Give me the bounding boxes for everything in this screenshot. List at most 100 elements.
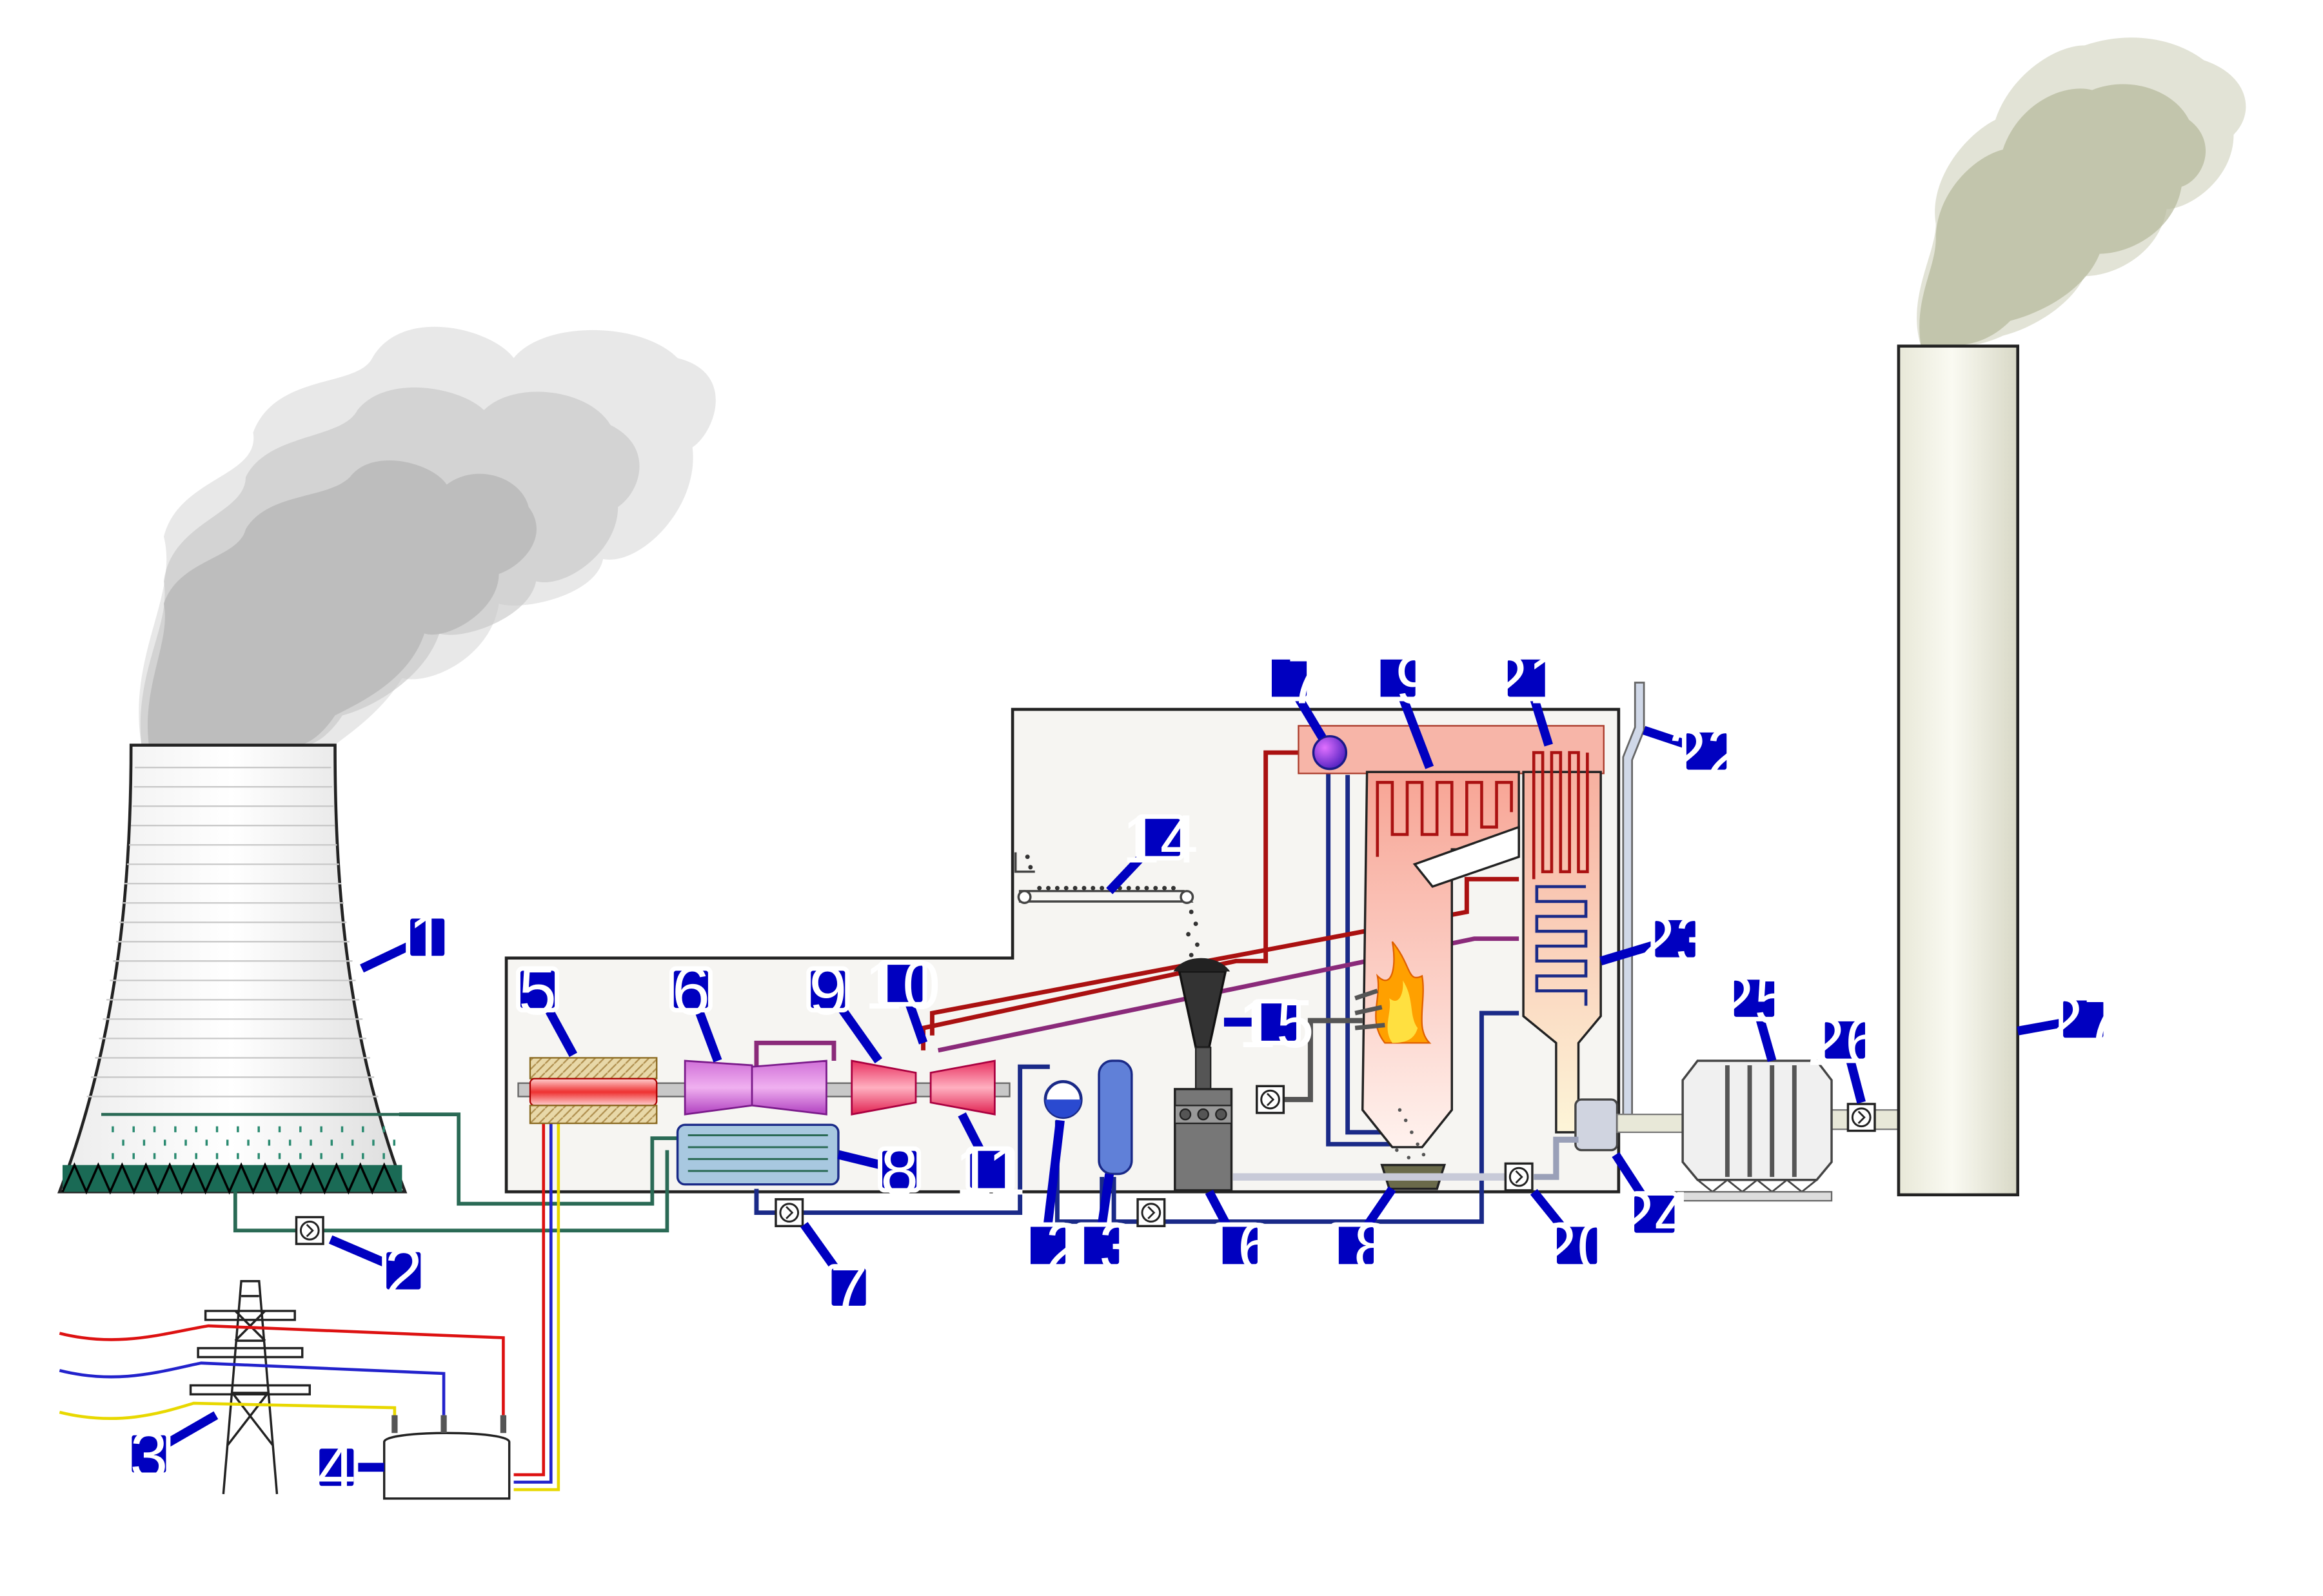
label-number: 10 — [864, 947, 940, 1023]
label-number: 3 — [130, 1417, 168, 1493]
reheat-steam-line — [754, 936, 1519, 1069]
label-box — [315, 1444, 359, 1491]
hp-turbine-shape — [929, 1059, 996, 1116]
label-steam-control-valve: 10 — [864, 947, 940, 1045]
label-deaerator: 12 — [1007, 1119, 1083, 1285]
cooling-tower-steam-plume — [139, 326, 716, 745]
label-precipitator: 25 — [1716, 961, 1792, 1062]
label-box — [382, 1247, 426, 1294]
label-number: 5 — [519, 952, 557, 1029]
label-number: 1 — [408, 900, 446, 977]
label-number: 22 — [1668, 714, 1745, 791]
label-boiler-steam-drum: 17 — [1249, 641, 1327, 740]
feedwater-heater-shape — [1098, 1059, 1133, 1176]
label-coal-pulverizer: 16 — [1200, 1189, 1276, 1285]
label-forced-draught-fan: 20 — [1530, 1188, 1615, 1285]
label-number: 15 — [1238, 985, 1314, 1062]
label-box — [1630, 1191, 1679, 1237]
label-flue-gas-stack: 27 — [2017, 982, 2121, 1059]
pump-icon — [1846, 1103, 1876, 1132]
pump-icon — [295, 1216, 324, 1245]
label-box — [1329, 1222, 1378, 1269]
lp-turbine-shape — [684, 1059, 827, 1116]
coal-pulverizer-shape — [1174, 1047, 1233, 1192]
label-cooling-water-pump: 2 — [328, 1234, 426, 1310]
label-box — [127, 1430, 171, 1477]
transformer-shape — [382, 1415, 511, 1500]
label-transmission-line: 3 — [127, 1411, 219, 1493]
cooling-water-circuit — [233, 1112, 682, 1233]
label-condensate-pump: 7 — [800, 1221, 871, 1327]
generator-shape — [529, 1057, 658, 1125]
pump-icon — [775, 1198, 804, 1228]
label-number: 20 — [1539, 1208, 1615, 1285]
label-box — [2059, 996, 2108, 1043]
label-number: 13 — [1061, 1208, 1137, 1285]
label-box — [1503, 655, 1553, 702]
economiser-tubes — [1535, 885, 1588, 1006]
label-number: 16 — [1200, 1208, 1276, 1285]
label-number: 24 — [1616, 1177, 1692, 1254]
steam-drum-shape — [1312, 734, 1348, 771]
coal-hopper-shape — [1173, 958, 1231, 1049]
label-box — [965, 1146, 1015, 1193]
label-combustion-air-intake: 22 — [1642, 714, 1745, 791]
label-number: 21 — [1490, 641, 1566, 718]
label-box — [1251, 999, 1301, 1045]
label-box — [406, 914, 450, 961]
label-surface-condenser: 8 — [837, 1132, 922, 1209]
pylon-icon — [189, 1280, 311, 1495]
label-electrical-generator: 5 — [516, 952, 578, 1058]
label-induced-draught-fan: 26 — [1807, 1003, 1883, 1104]
label-box — [1820, 1016, 1870, 1063]
label-number: 6 — [672, 952, 710, 1029]
air-heater-shape — [1574, 1098, 1619, 1152]
label-number: 17 — [1249, 641, 1325, 718]
label-air-preheater: 24 — [1612, 1152, 1692, 1254]
label-box — [669, 966, 713, 1012]
label-number: 9 — [809, 952, 847, 1029]
pump-icon — [1256, 1085, 1285, 1114]
ip-turbine-shape — [851, 1059, 917, 1116]
deaerator-shape — [1043, 1080, 1083, 1119]
label-coal-hopper: 15 — [1223, 985, 1314, 1062]
label-economiser: 23 — [1599, 902, 1714, 979]
label-cooling-tower: 1 — [360, 900, 450, 977]
label-number: 26 — [1807, 1003, 1883, 1080]
stack-shape — [1897, 344, 2019, 1197]
label-step-up-transformer: 4 — [315, 1430, 384, 1507]
condenser-shape — [676, 1123, 840, 1186]
label-number: 2 — [384, 1234, 422, 1310]
stack-smoke-plume — [1917, 37, 2246, 346]
superheater-tubes — [1376, 780, 1513, 857]
transmission-cables — [59, 1324, 505, 1421]
pump-icon — [1504, 1162, 1534, 1192]
label-coal-conveyor: 14 — [1106, 800, 1198, 894]
fd-fan-air-duct — [1534, 1136, 1579, 1180]
label-box — [1552, 1222, 1602, 1269]
label-box — [1135, 814, 1185, 861]
label-number: 12 — [1007, 1208, 1083, 1285]
precipitator-shape — [1674, 1059, 1833, 1202]
label-number: 18 — [1316, 1208, 1392, 1285]
label-box — [516, 966, 560, 1012]
label-box — [1681, 727, 1732, 774]
label-box — [1370, 655, 1420, 702]
reheater-tubes — [1532, 751, 1589, 880]
label-number: 7 — [830, 1250, 868, 1327]
label-box — [1212, 1222, 1262, 1269]
label-number: 4 — [317, 1430, 355, 1507]
pulverized-coal-duct — [1283, 1018, 1363, 1103]
label-intermediate-pressure-steam-turbine: 9 — [806, 952, 882, 1064]
cooling-tower-shape — [57, 744, 459, 1195]
label-box — [1729, 975, 1779, 1021]
label-superheater: 19 — [1357, 641, 1434, 769]
label-box — [1650, 915, 1700, 962]
label-box — [1074, 1222, 1124, 1269]
label-low-pressure-steam-turbine: 6 — [669, 952, 722, 1063]
flame-icon — [1354, 941, 1432, 1044]
label-box — [878, 960, 927, 1007]
label-number: 14 — [1122, 800, 1198, 877]
label-number: 11 — [954, 1132, 1025, 1209]
